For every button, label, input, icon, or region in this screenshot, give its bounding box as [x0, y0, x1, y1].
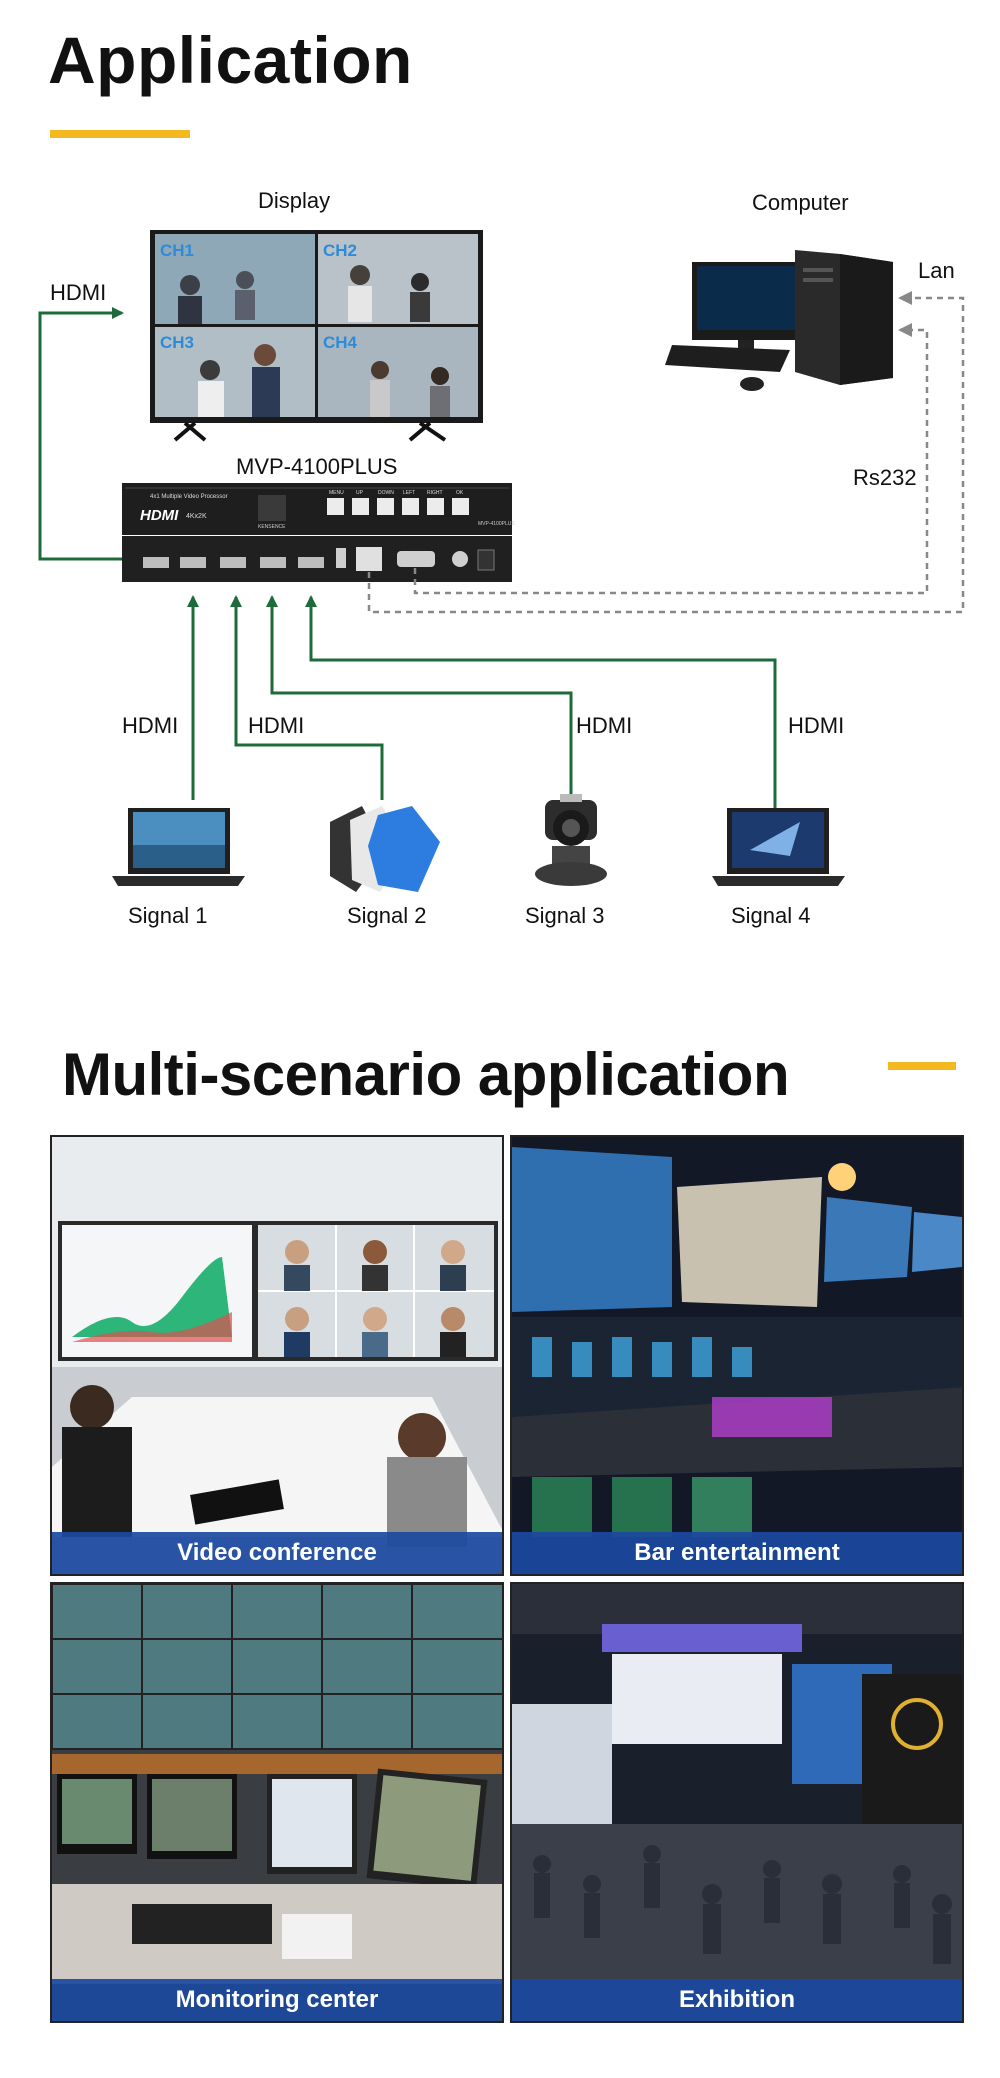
device-brand: KENSENCE: [258, 524, 286, 530]
device-button-label: UP: [356, 490, 364, 496]
scenario-bar-entertainment: Bar entertainment: [510, 1135, 964, 1576]
lan-dashed-line: [367, 291, 965, 614]
ch3-screen: [155, 327, 315, 417]
hdmi-out-arrow: [38, 307, 124, 561]
hdmi-in-arrow-4: [305, 595, 777, 808]
device-subtitle: 4x1 Multiple Video Processor: [150, 494, 228, 500]
display-tv: [150, 230, 483, 442]
device-model-small: MVP-4100PLUS: [478, 521, 515, 527]
signal-3-camera-icon: [535, 794, 607, 886]
signal-4-label: Signal 4: [731, 903, 811, 928]
signal-2-label: Signal 2: [347, 903, 427, 928]
title-accent-bar: [50, 130, 190, 138]
device-name-label: MVP-4100PLUS: [236, 454, 398, 479]
lan-port-icon: [356, 547, 382, 571]
hdmi-in-arrow-3: [266, 595, 573, 800]
hdmi-input-label-4: HDMI: [788, 713, 845, 738]
display-label: Display: [258, 188, 331, 213]
brand-logo-icon: [258, 495, 286, 521]
section-title: Multi-scenario application: [62, 1041, 790, 1108]
ch4-label: CH4: [323, 333, 358, 352]
rs232-port-icon: [397, 551, 435, 567]
signal-1-label: Signal 1: [128, 903, 208, 928]
signal-3-label: Signal 3: [525, 903, 605, 928]
signal-4-laptop-icon: [712, 808, 845, 886]
hdmi-out-label: HDMI: [50, 280, 107, 305]
signal-2-media-box-icon: [330, 806, 440, 892]
ch1-label: CH1: [160, 241, 194, 260]
bar-entertainment-image: [512, 1137, 962, 1574]
hdmi-input-label-3: HDMI: [576, 713, 633, 738]
exhibition-image: [512, 1584, 962, 2021]
ch4-screen: [318, 327, 478, 417]
rs232-dashed-line: [413, 323, 929, 595]
caption-bar-entertainment: Bar entertainment: [512, 1532, 962, 1574]
device-button-label: DOWN: [378, 490, 394, 496]
connection-diagram: CH1 CH2 CH3 CH4: [38, 230, 965, 892]
ch2-label: CH2: [323, 241, 357, 260]
caption-exhibition: Exhibition: [512, 1979, 962, 2021]
section-accent-bar: [888, 1062, 956, 1070]
scenario-monitoring-center: Monitoring center: [50, 1582, 504, 2023]
device-button-label: MENU: [329, 490, 344, 496]
video-processor-device: [122, 483, 512, 582]
hdmi-in-arrow-2: [230, 595, 384, 800]
monitoring-center-image: [52, 1584, 502, 2021]
caption-video-conference: Video conference: [52, 1532, 502, 1574]
scenario-exhibition: Exhibition: [510, 1582, 964, 2023]
page-title: Application: [48, 23, 413, 97]
power-switch-icon: [477, 549, 495, 571]
lan-label: Lan: [918, 258, 955, 283]
ch2-screen: [318, 234, 478, 324]
video-conference-image: [52, 1137, 502, 1574]
hdmi-input-label-1: HDMI: [122, 713, 179, 738]
computer-icon: [665, 250, 893, 391]
device-button-label: RIGHT: [427, 490, 443, 496]
computer-label: Computer: [752, 190, 849, 215]
rs232-label: Rs232: [853, 465, 917, 490]
hdmi-logo: HDMI: [140, 507, 179, 524]
scenario-video-conference: Video conference: [50, 1135, 504, 1576]
device-resolution: 4Kx2K: [186, 513, 207, 520]
dc-power-port-icon: [452, 551, 468, 567]
device-button-label: LEFT: [403, 490, 415, 496]
device-button-label: OK: [456, 490, 464, 496]
ch3-label: CH3: [160, 333, 194, 352]
caption-monitoring-center: Monitoring center: [52, 1979, 502, 2021]
signal-1-laptop-icon: [112, 808, 245, 886]
hdmi-input-label-2: HDMI: [248, 713, 305, 738]
usb-port-icon: [336, 548, 346, 568]
